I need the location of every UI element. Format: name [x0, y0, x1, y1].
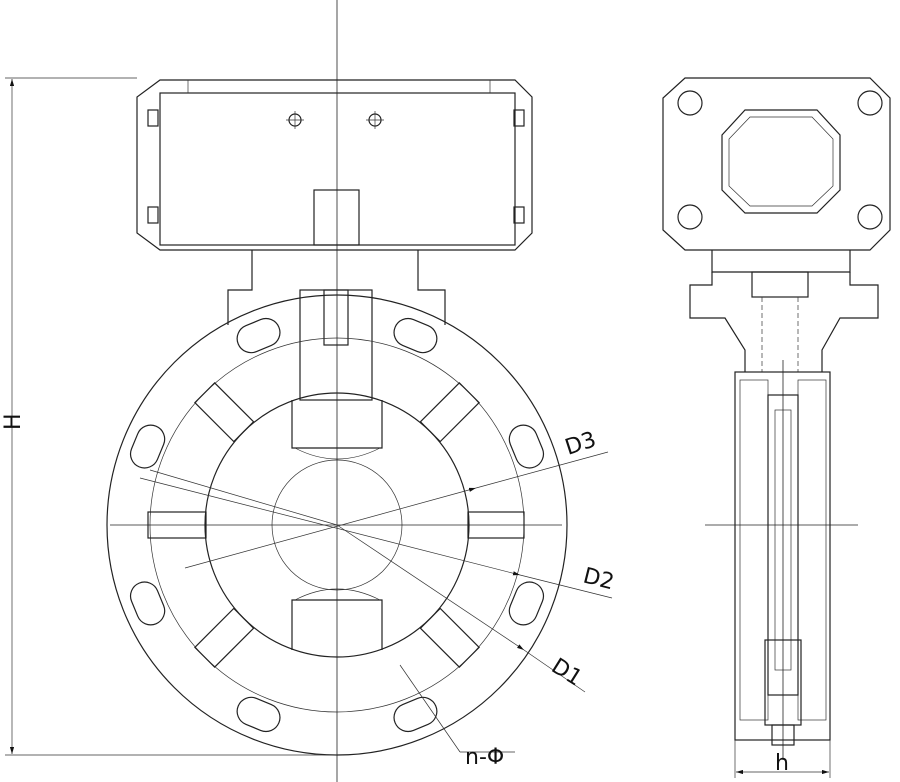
flange-rib	[194, 607, 255, 668]
side-view	[662, 77, 891, 778]
bolt-slot	[129, 581, 166, 626]
bolt-slot	[129, 424, 166, 469]
label-face-width: h	[775, 751, 789, 776]
bolt-slot	[508, 581, 545, 626]
bolt-slot	[236, 317, 281, 354]
flange-rib	[419, 382, 480, 443]
label-d1: D1	[547, 654, 586, 692]
flange-rib	[419, 607, 480, 668]
bolt-slot	[508, 424, 545, 469]
bolt-slot	[393, 317, 438, 354]
bolt-slot	[236, 696, 281, 733]
front-view	[5, 0, 613, 782]
flange-rib	[194, 382, 255, 443]
bolt-slot	[393, 696, 438, 733]
actuator	[136, 79, 533, 251]
label-d2: D2	[581, 564, 617, 596]
label-holes: n-Φ	[465, 745, 504, 770]
label-height: H	[1, 413, 26, 430]
